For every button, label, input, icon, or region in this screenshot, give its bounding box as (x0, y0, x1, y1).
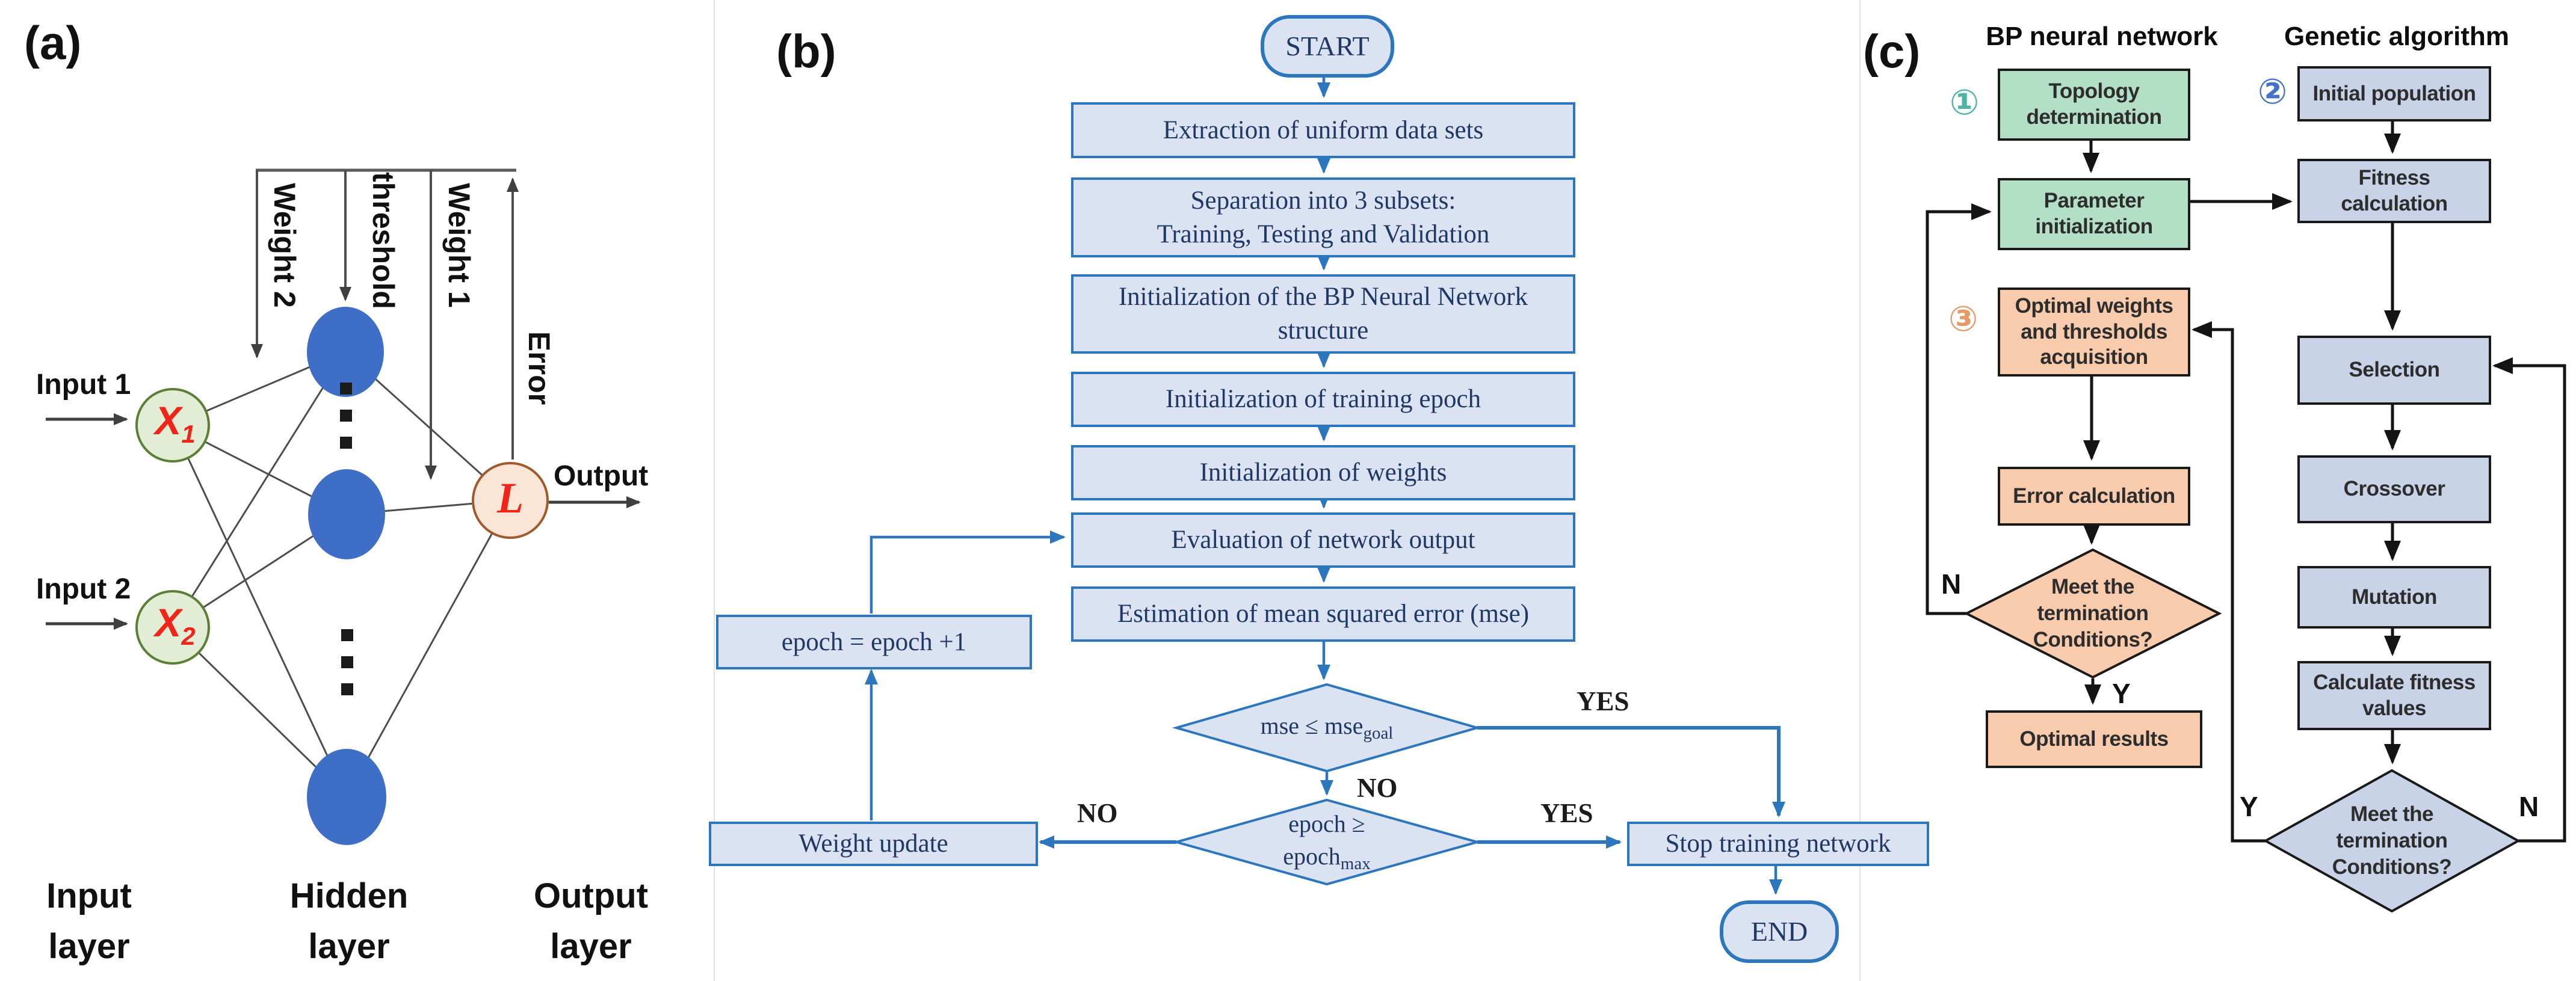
crossover-box: Crossover (2297, 455, 2491, 523)
diamond2-text: epoch ≥ epochmax (1194, 804, 1459, 881)
start-terminal: START (1261, 15, 1394, 78)
ga-diamond-text: Meet the termination Conditions? (2332, 802, 2452, 879)
genetic-algorithm-header: Genetic algorithm (2284, 22, 2510, 51)
threshold-label: threshold (366, 172, 400, 309)
hidden-neuron-1 (307, 307, 384, 397)
epoch-condition: epoch ≥ epochmax (1283, 808, 1370, 876)
diamond1-yes-label: YES (1577, 686, 1629, 716)
diamond-ga-termination (2262, 769, 2521, 913)
bp-network-header: BP neural network (1986, 22, 2218, 51)
input1-label: Input 1 (36, 369, 131, 401)
input2-label: Input 2 (36, 573, 131, 605)
topology-box: Topology determination (1998, 69, 2190, 141)
mse-condition-main: mse ≤ mse (1260, 712, 1364, 740)
step-init-epoch: Initialization of training epoch (1071, 372, 1575, 427)
initial-population-box: Initial population (2297, 66, 2491, 121)
y-loop-ga-diamond-optimal-weights (2191, 321, 2266, 843)
bp-y-label: Y (2112, 678, 2131, 709)
dot (340, 437, 352, 449)
bp-diamond-text: Meet the termination Conditions? (2033, 575, 2153, 651)
n-loop-ga-diamond-selection (2492, 357, 2566, 843)
dot (341, 683, 353, 695)
diamond-epoch-check (1172, 798, 1482, 886)
diamond1-text: mse ≤ msegoal (1170, 698, 1483, 758)
diamond2-no-label: NO (1077, 798, 1118, 828)
selection-box: Selection (2297, 336, 2491, 405)
circled-1-mark: ① (1950, 82, 1980, 123)
x2-main: X (155, 600, 182, 645)
mse-condition: mse ≤ msegoal (1261, 710, 1394, 745)
calc-fitness-box: Calculate fitness values (2297, 661, 2491, 730)
fitness-calc-box: Fitness calculation (2297, 159, 2491, 223)
x1-node-label: X1 (155, 398, 195, 449)
x2-subscript: 2 (181, 622, 196, 651)
epoch-update-box: epoch = epoch +1 (716, 615, 1032, 669)
dot (340, 383, 352, 395)
dot (341, 629, 353, 641)
optimal-results-box: Optimal results (1986, 710, 2202, 768)
optimal-weights-box: Optimal weights and thresholds acquisiti… (1998, 288, 2190, 377)
panel-b-c-divider (1859, 0, 1861, 981)
x2-node-label: X2 (155, 600, 195, 651)
panel-a-b-divider (714, 0, 715, 981)
error-calc-box: Error calculation (1998, 467, 2190, 526)
step-evaluation: Evaluation of network output (1071, 512, 1575, 568)
ga-y-label: Y (2240, 791, 2258, 822)
step-extraction: Extraction of uniform data sets (1071, 102, 1575, 158)
edge-x1-h3 (171, 425, 348, 798)
x1-subscript: 1 (181, 420, 196, 449)
bp-n-label: N (1941, 568, 1962, 600)
edge-h3-L (345, 500, 511, 798)
epoch-condition-line1: epoch ≥ (1288, 810, 1365, 838)
yes-path-diamond1-stop (1477, 726, 1785, 817)
n-loop-bp-diamond-param (1926, 203, 1992, 615)
panel-a-label: (a) (24, 16, 82, 69)
loop-epoch-evaluation (869, 530, 1066, 614)
hidden-neuron-2 (308, 469, 385, 559)
mse-condition-sub: goal (1363, 724, 1394, 743)
diamond1-no-label: NO (1357, 773, 1398, 803)
step-init-structure: Initialization of the BP Neural Network … (1071, 274, 1575, 354)
output-layer-label: Output layer (533, 876, 649, 967)
end-terminal: END (1720, 900, 1839, 963)
param-init-box: Parameter initialization (1998, 178, 2190, 250)
ga-n-label: N (2519, 791, 2539, 822)
epoch-condition-line2: epoch (1283, 843, 1341, 870)
hidden-layer-dots-upper (340, 383, 352, 449)
edge-x2-h1 (171, 351, 347, 628)
step-init-weights: Initialization of weights (1071, 445, 1575, 500)
output-label: Output (554, 460, 649, 492)
input-node-x2 (135, 590, 210, 665)
input-layer-label: Input layer (46, 876, 132, 967)
panel-c-label: (c) (1863, 25, 1921, 78)
output-node-L (472, 462, 549, 539)
diamond-bp-termination (1963, 548, 2222, 679)
input-node-x1 (135, 388, 210, 463)
L-node-label: L (497, 474, 524, 523)
error-label: Error (522, 331, 556, 405)
dot (340, 410, 352, 422)
weight-update-box: Weight update (709, 822, 1038, 866)
epoch-condition-sub: max (1340, 854, 1371, 874)
weight1-label: Weight 1 (442, 183, 476, 308)
circled-3-mark: ③ (1948, 298, 1978, 339)
hidden-layer-dots-lower (341, 629, 353, 695)
hidden-layer-label: Hidden layer (289, 876, 409, 967)
stop-training-box: Stop training network (1627, 822, 1929, 866)
step-separation: Separation into 3 subsets: Training, Tes… (1071, 177, 1575, 257)
circled-2-mark: ② (2258, 71, 2288, 112)
flowchart-c-connectors (1926, 118, 2566, 843)
mutation-box: Mutation (2297, 566, 2491, 629)
dot (341, 656, 353, 668)
diamond-mse-check (1172, 683, 1482, 773)
x1-main: X (155, 398, 182, 443)
panel-b-label: (b) (776, 25, 836, 78)
step-mse-estimation: Estimation of mean squared error (mse) (1071, 586, 1575, 642)
weight2-label: Weight 2 (268, 183, 301, 308)
diamond2-yes-label: YES (1540, 798, 1593, 828)
hidden-neuron-3 (307, 749, 386, 845)
